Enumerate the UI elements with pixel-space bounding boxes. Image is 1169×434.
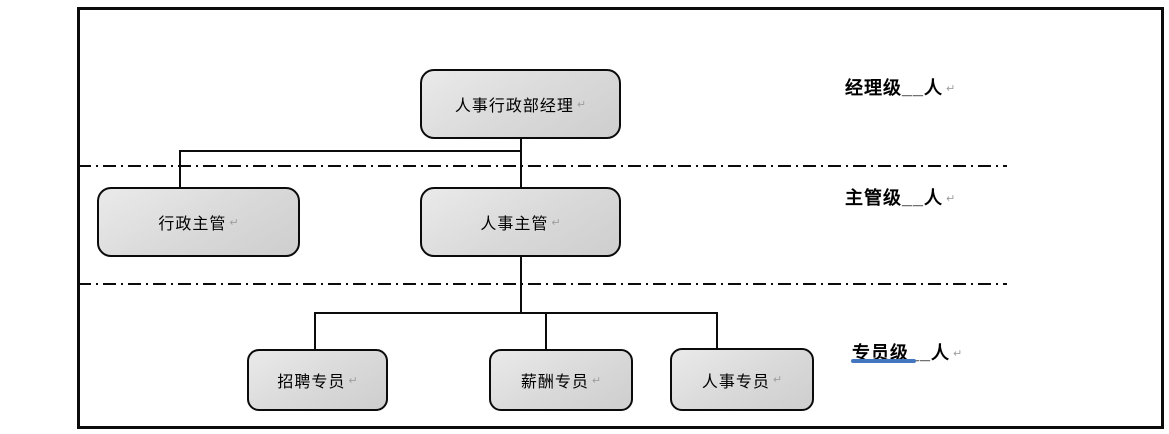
paragraph-mark-icon: ↵ [551,216,561,229]
diagram-frame [77,7,1164,429]
connector-compensation-drop [545,312,547,351]
org-node-label: 行政主管 [158,216,227,233]
unit-text: 人 [924,188,944,208]
paragraph-mark-icon: ↵ [229,216,239,229]
paragraph-mark-icon: ↵ [953,348,963,360]
level-divider-manager-supervisor [78,165,1007,167]
connector-manager-down [520,137,522,188]
side-label-supervisor-level[interactable]: 主管级__人↵ [845,187,955,212]
org-node-admin-supervisor[interactable]: 行政主管 ↵ [97,187,300,257]
level-text: 经理级 [845,78,902,98]
connector-hr-supervisor-down [520,255,522,314]
level-divider-supervisor-specialist [78,283,1007,285]
fill-in-blank[interactable]: __ [909,343,932,363]
org-node-manager[interactable]: 人事行政部经理 ↵ [420,69,621,139]
paragraph-mark-icon: ↵ [576,98,587,111]
org-node-label: 招聘专员 [277,374,346,391]
fill-in-blank[interactable]: __ [902,188,925,208]
org-node-label: 薪酬专员 [520,374,589,391]
connector-hr-specialist-drop [716,312,718,350]
fill-in-blank[interactable]: __ [902,78,925,98]
org-node-label: 人事专员 [701,373,770,391]
level-text: 主管级 [845,188,902,208]
org-node-label: 人事行政部经理 [454,98,574,115]
paragraph-mark-icon: ↵ [348,374,358,387]
org-node-hr-specialist[interactable]: 人事专员 ↵ [670,348,814,411]
level-text: 专员级 [852,343,909,363]
org-node-label: 人事主管 [480,216,549,233]
connector-level3-horizontal [314,312,718,314]
connector-admin-supervisor-drop [179,150,181,188]
paragraph-mark-icon: ↵ [772,374,783,386]
connector-level2-horizontal [179,150,522,152]
unit-text: 人 [931,343,951,363]
blue-underline-mark [851,359,916,363]
paragraph-mark-icon: ↵ [946,193,956,205]
org-node-hr-supervisor[interactable]: 人事主管 ↵ [420,187,621,257]
unit-text: 人 [924,78,944,98]
org-node-compensation-specialist[interactable]: 薪酬专员 ↵ [489,349,633,411]
side-label-specialist-level[interactable]: 专员级__人↵ [852,342,962,367]
paragraph-mark-icon: ↵ [946,83,956,95]
org-node-recruiting-specialist[interactable]: 招聘专员 ↵ [247,349,388,411]
connector-recruiting-drop [314,312,316,351]
paragraph-mark-icon: ↵ [591,374,602,387]
side-label-manager-level[interactable]: 经理级__人↵ [845,77,955,102]
